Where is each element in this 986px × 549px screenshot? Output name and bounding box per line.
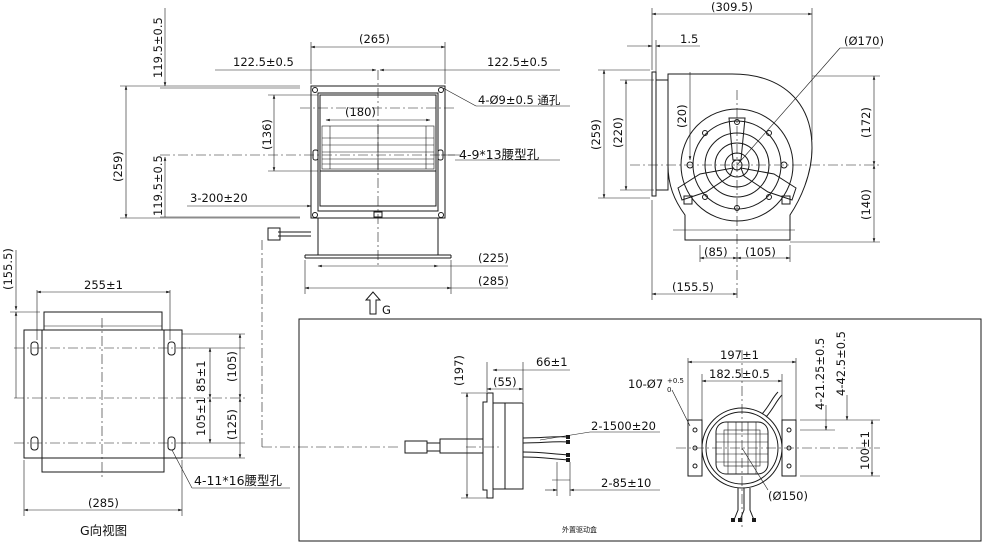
dim-140: (140)	[859, 189, 873, 220]
dim-259-side: (259)	[589, 119, 603, 150]
box-holes-tol-upper: +0.5	[667, 377, 684, 385]
dim-dia-170: (Ø170)	[844, 34, 884, 48]
box-holes-note: 10-Ø7	[628, 377, 663, 391]
front-view	[120, 8, 570, 294]
view-g-arrow: G	[364, 291, 391, 317]
dim-21-25: 4-21.25±0.5	[813, 338, 827, 410]
dim-197-box: 197±1	[720, 348, 759, 362]
side-view-labels: (309.5) 1.5 (Ø170) (85) (105) (155.5) (2…	[589, 0, 884, 294]
arrow-g-label: G	[382, 303, 391, 317]
dim-42-5: 4-42.5±0.5	[834, 331, 848, 396]
dim-255: 255±1	[84, 278, 123, 292]
side-view	[598, 8, 880, 300]
slots-note: 4-9*13腰型孔	[459, 147, 540, 162]
dim-122-5-left: 122.5±0.5	[233, 55, 294, 69]
dim-180: (180)	[345, 105, 376, 119]
dim-197-driver: (197)	[452, 355, 466, 386]
box-holes-tol-lower: 0	[667, 386, 671, 394]
wire-1500-note: 2-1500±20	[591, 419, 656, 433]
dim-55: (55)	[493, 375, 517, 389]
dim-309-5: (309.5)	[711, 0, 753, 14]
front-view-labels: (265) 122.5±0.5 122.5±0.5 4-Ø9±0.5 通孔 (1…	[111, 17, 561, 288]
driver-panel-labels: (197) (55) 66±1 2-1500±20 2-85±10 197±1 …	[452, 331, 872, 534]
dim-225: (225)	[478, 251, 509, 265]
dim-105: (105)	[745, 245, 776, 259]
dim-85: (85)	[704, 245, 728, 259]
dim-125: (125)	[225, 409, 239, 440]
dim-182-5: 182.5±0.5	[709, 367, 770, 381]
dim-285: (285)	[478, 274, 509, 288]
dim-1-5: 1.5	[680, 32, 698, 46]
dim-265: (265)	[359, 32, 390, 46]
driver-caption: 外置驱动盒	[562, 525, 597, 534]
dim-220: (220)	[611, 117, 625, 148]
scroll-housing	[667, 73, 813, 241]
dim-66: 66±1	[536, 355, 568, 369]
g-view-labels: (155.5) 255±1 85±1 105±1 (105) (125) (28…	[1, 248, 283, 538]
driver-frame	[298, 318, 982, 542]
dim-172: (172)	[859, 107, 873, 138]
dim-285-g: (285)	[88, 496, 119, 510]
driver-panel	[298, 318, 982, 542]
wire-length-note: 3-200±20	[190, 191, 248, 205]
wire-85-note: 2-85±10	[601, 476, 651, 490]
through-holes-note: 4-Ø9±0.5 通孔	[478, 93, 561, 107]
dim-119-5-bottom: 119.5±0.5	[151, 155, 165, 216]
g-slots-note: 4-11*16腰型孔	[194, 473, 283, 488]
dim-85-g: 85±1	[194, 360, 208, 392]
dim-100: 100±1	[858, 431, 872, 470]
dim-105-paren: (105)	[225, 351, 239, 382]
dim-259: (259)	[111, 151, 125, 182]
dim-155-5-g: (155.5)	[1, 248, 15, 290]
dim-122-5-right: 122.5±0.5	[487, 55, 548, 69]
dim-119-5-top: 119.5±0.5	[151, 17, 165, 78]
g-view	[10, 240, 400, 516]
dim-20: (20)	[675, 104, 689, 128]
dim-155-5: (155.5)	[672, 280, 714, 294]
dim-136: (136)	[260, 119, 274, 150]
dim-dia-150: (Ø150)	[768, 489, 808, 503]
dim-105-g: 105±1	[194, 397, 208, 436]
g-view-title: G向视图	[80, 523, 127, 538]
